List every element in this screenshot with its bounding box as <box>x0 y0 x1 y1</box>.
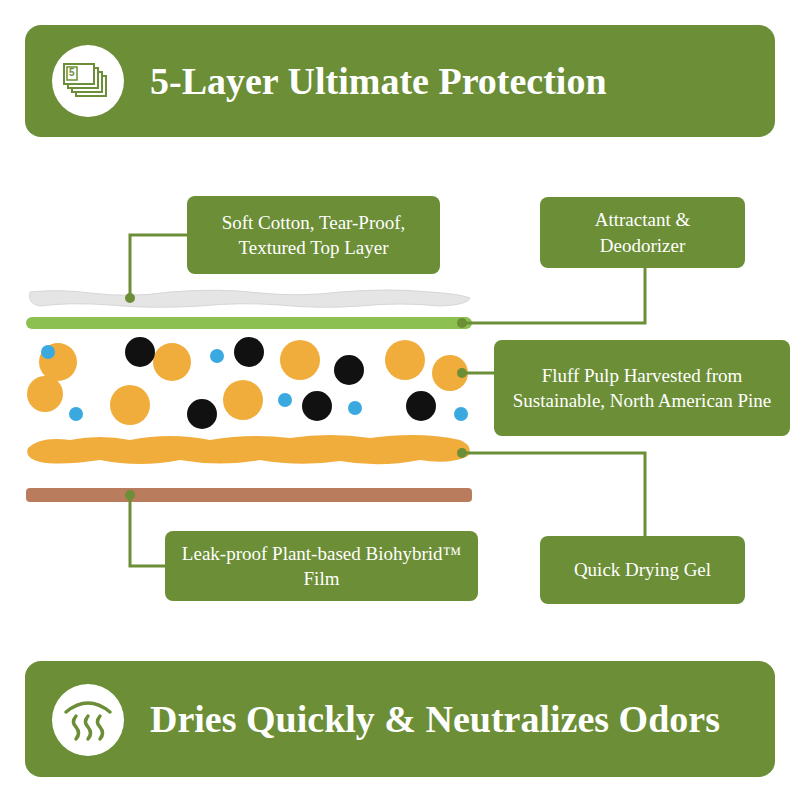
title-text: 5-Layer Ultimate Protection <box>150 59 607 103</box>
callout-label: Attractant & Deodorizer <box>540 201 745 263</box>
fluff-pulp-particles <box>27 337 468 429</box>
callout-box: Fluff Pulp Harvested from Sustainable, N… <box>494 340 790 436</box>
callout-label: Quick Drying Gel <box>564 551 721 588</box>
callout-label: Soft Cotton, Tear-Proof, Textured Top La… <box>187 204 440 266</box>
callout-box: Quick Drying Gel <box>540 536 745 604</box>
caption-text: Dries Quickly & Neutralizes Odors <box>150 697 720 741</box>
biohybrid-film <box>26 488 472 502</box>
icon-number: 5 <box>69 68 75 78</box>
callout-label: Leak-proof Plant-based Biohybrid™ Film <box>165 535 478 597</box>
drying-icon <box>52 684 124 756</box>
callout-label: Fluff Pulp Harvested from Sustainable, N… <box>494 357 790 419</box>
title-banner <box>25 25 775 137</box>
callout-box: Leak-proof Plant-based Biohybrid™ Film <box>165 531 478 601</box>
callout-box: Attractant & Deodorizer <box>540 197 745 267</box>
quick-drying-gel <box>27 435 470 464</box>
layers-icon <box>52 45 124 117</box>
caption-banner <box>25 661 775 777</box>
callout-box: Soft Cotton, Tear-Proof, Textured Top La… <box>187 196 440 274</box>
cotton-top-layer <box>29 290 470 307</box>
attractant-layer <box>26 317 472 329</box>
leader-dots <box>125 293 467 500</box>
